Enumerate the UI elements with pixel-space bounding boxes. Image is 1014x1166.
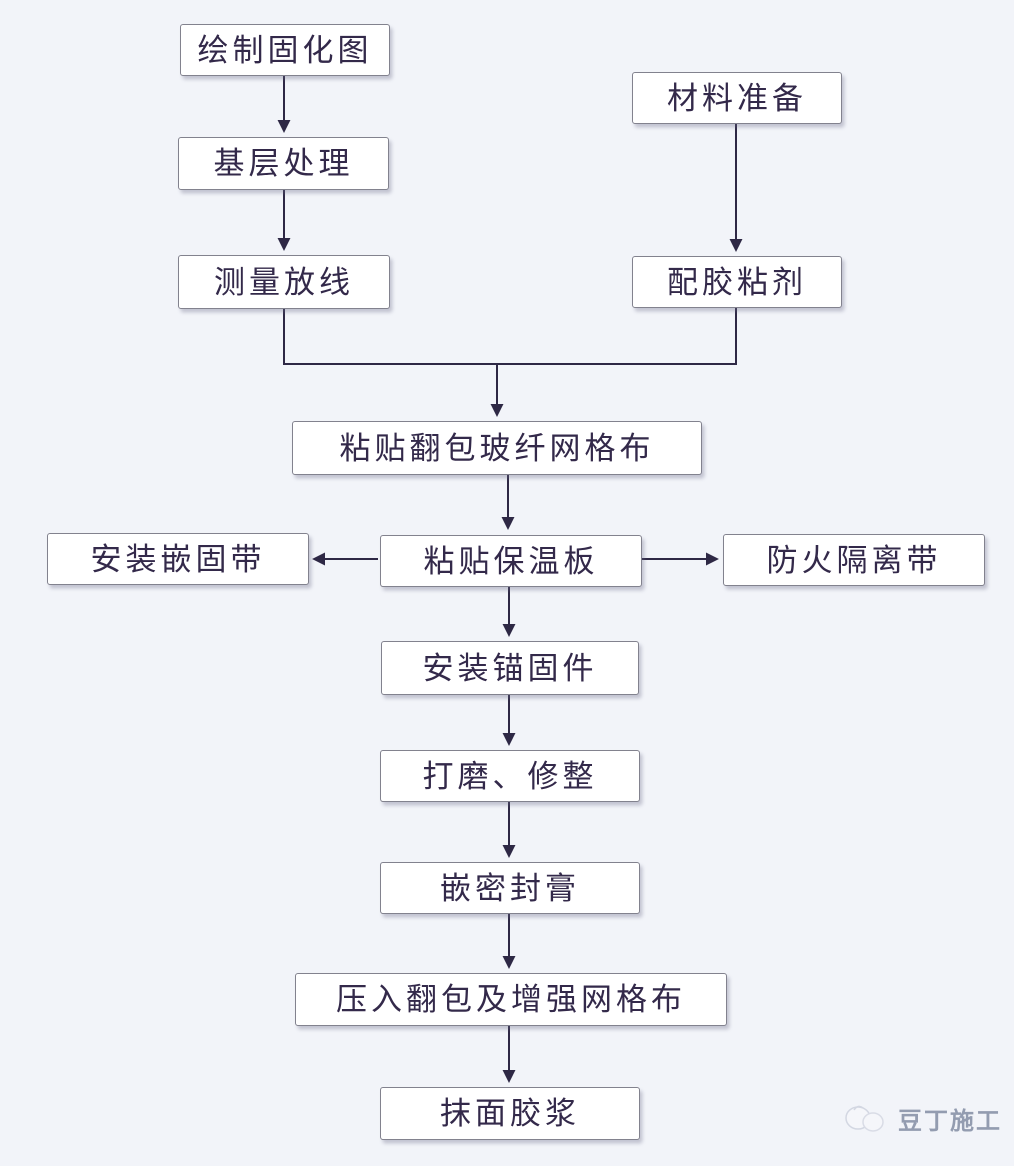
flow-node-install-embedded-fixing-strip: 安装嵌固带 bbox=[47, 533, 309, 585]
flow-node-install-anchors: 安装锚固件 bbox=[381, 641, 639, 695]
flow-node-paste-wrap-fiberglass-mesh: 粘贴翻包玻纤网格布 bbox=[292, 421, 702, 475]
flow-node-material-preparation: 材料准备 bbox=[632, 72, 842, 124]
flow-node-surface-rendering-mortar: 抹面胶浆 bbox=[380, 1087, 640, 1140]
flow-node-press-in-wrap-and-reinforced-mesh: 压入翻包及增强网格布 bbox=[295, 973, 727, 1026]
flow-node-prepare-adhesive: 配胶粘剂 bbox=[632, 256, 842, 308]
flow-node-base-surface-treatment: 基层处理 bbox=[178, 137, 389, 190]
flow-node-measure-set-out: 测量放线 bbox=[178, 255, 390, 309]
flow-node-embed-sealing-paste: 嵌密封膏 bbox=[380, 862, 640, 914]
flow-node-draw-curing-diagram: 绘制固化图 bbox=[180, 24, 390, 76]
flow-node-grind-trim: 打磨、修整 bbox=[380, 750, 640, 802]
connector-merge-branches bbox=[283, 306, 737, 365]
watermark-text: 豆丁施工 bbox=[898, 1107, 1002, 1135]
flow-node-fire-isolation-strip: 防火隔离带 bbox=[723, 534, 985, 586]
docin-mascot-icon bbox=[845, 1105, 884, 1132]
flow-node-paste-insulation-board: 粘贴保温板 bbox=[380, 535, 642, 587]
watermark: 豆丁施工 bbox=[842, 1096, 1002, 1140]
